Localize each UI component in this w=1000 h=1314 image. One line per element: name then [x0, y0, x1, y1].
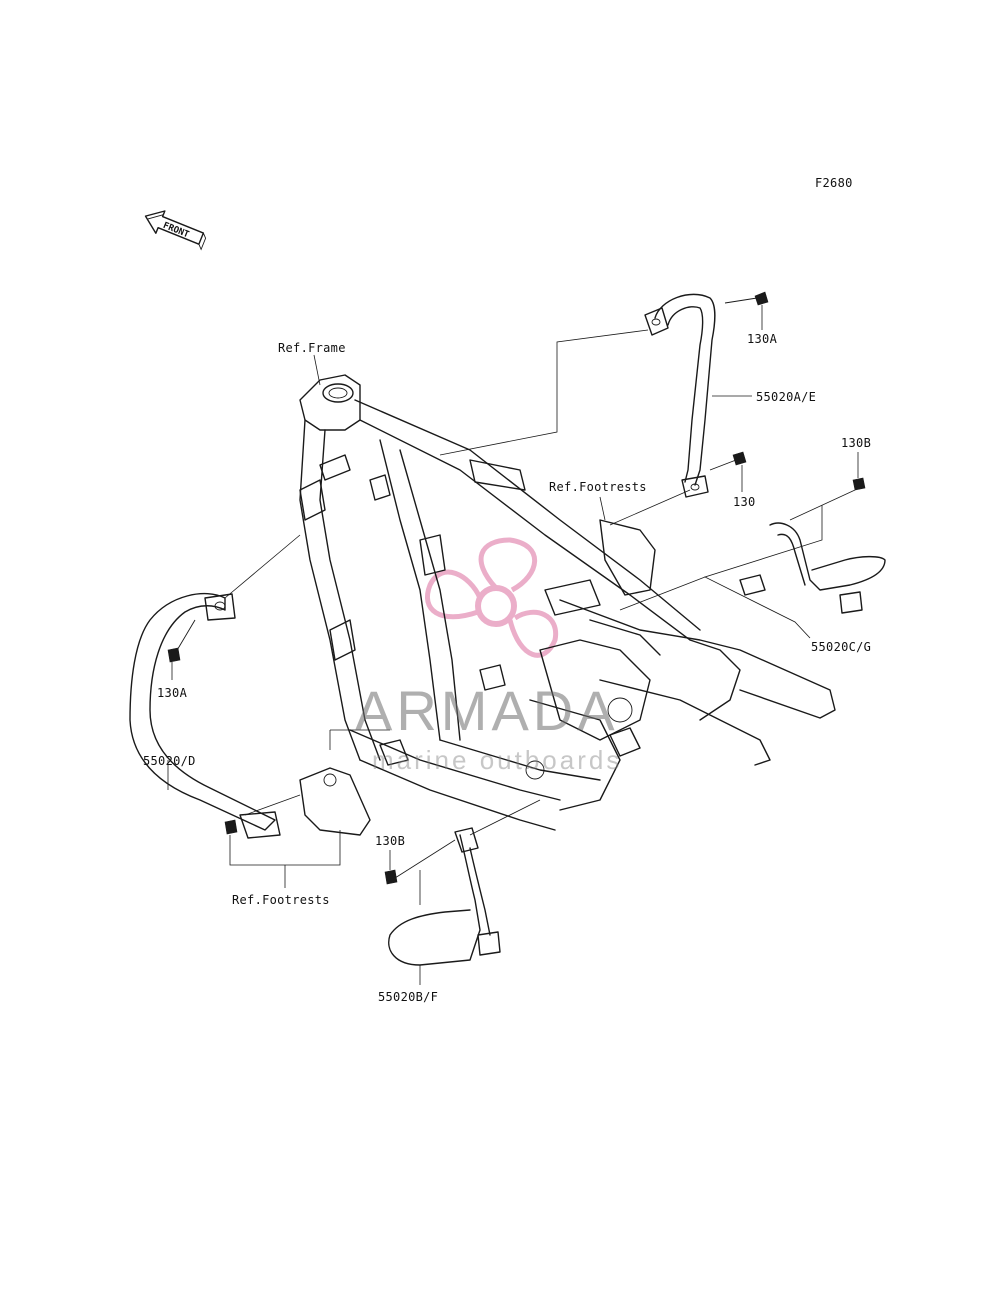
label-130[interactable]: 130: [733, 495, 756, 509]
guard-55020ae: [644, 293, 716, 498]
guard-55020bf: [388, 827, 501, 966]
label-55020d[interactable]: 55020/D: [143, 754, 196, 768]
main-frame: [299, 374, 836, 831]
bolt-130: [709, 451, 747, 471]
label-ref-footrests-top[interactable]: Ref.Footrests: [549, 480, 647, 494]
footrest-bracket-left: [299, 767, 371, 836]
guard-55020d: [129, 592, 281, 839]
bolt-130b-left: [224, 819, 238, 835]
label-55020ae[interactable]: 55020A/E: [756, 390, 817, 404]
label-55020bf[interactable]: 55020B/F: [378, 990, 439, 1004]
bolt-130b-right: [852, 477, 866, 491]
guard-55020cg: [739, 522, 886, 614]
front-arrow-label: FRONT: [161, 221, 190, 241]
watermark-subtitle: marine outboards: [372, 745, 623, 775]
watermark-title: ARMADA: [355, 679, 619, 742]
watermark-logo-icon: [425, 537, 559, 658]
label-55020cg[interactable]: 55020C/G: [811, 640, 872, 654]
bolt-130b-bottom: [384, 869, 398, 885]
bolt-130a-top: [724, 291, 769, 306]
front-arrow-icon: FRONT: [144, 210, 207, 251]
figure-code: F2680: [815, 176, 853, 190]
leader-lines: [167, 305, 859, 985]
label-130a-left[interactable]: 130A: [157, 686, 188, 700]
label-130a-top[interactable]: 130A: [747, 332, 778, 346]
label-130b-right[interactable]: 130B: [841, 436, 872, 450]
bolt-130a-left: [167, 619, 196, 663]
label-130b-bottom[interactable]: 130B: [375, 834, 406, 848]
label-ref-frame[interactable]: Ref.Frame: [278, 341, 346, 355]
label-ref-footrests-bottom[interactable]: Ref.Footrests: [232, 893, 330, 907]
